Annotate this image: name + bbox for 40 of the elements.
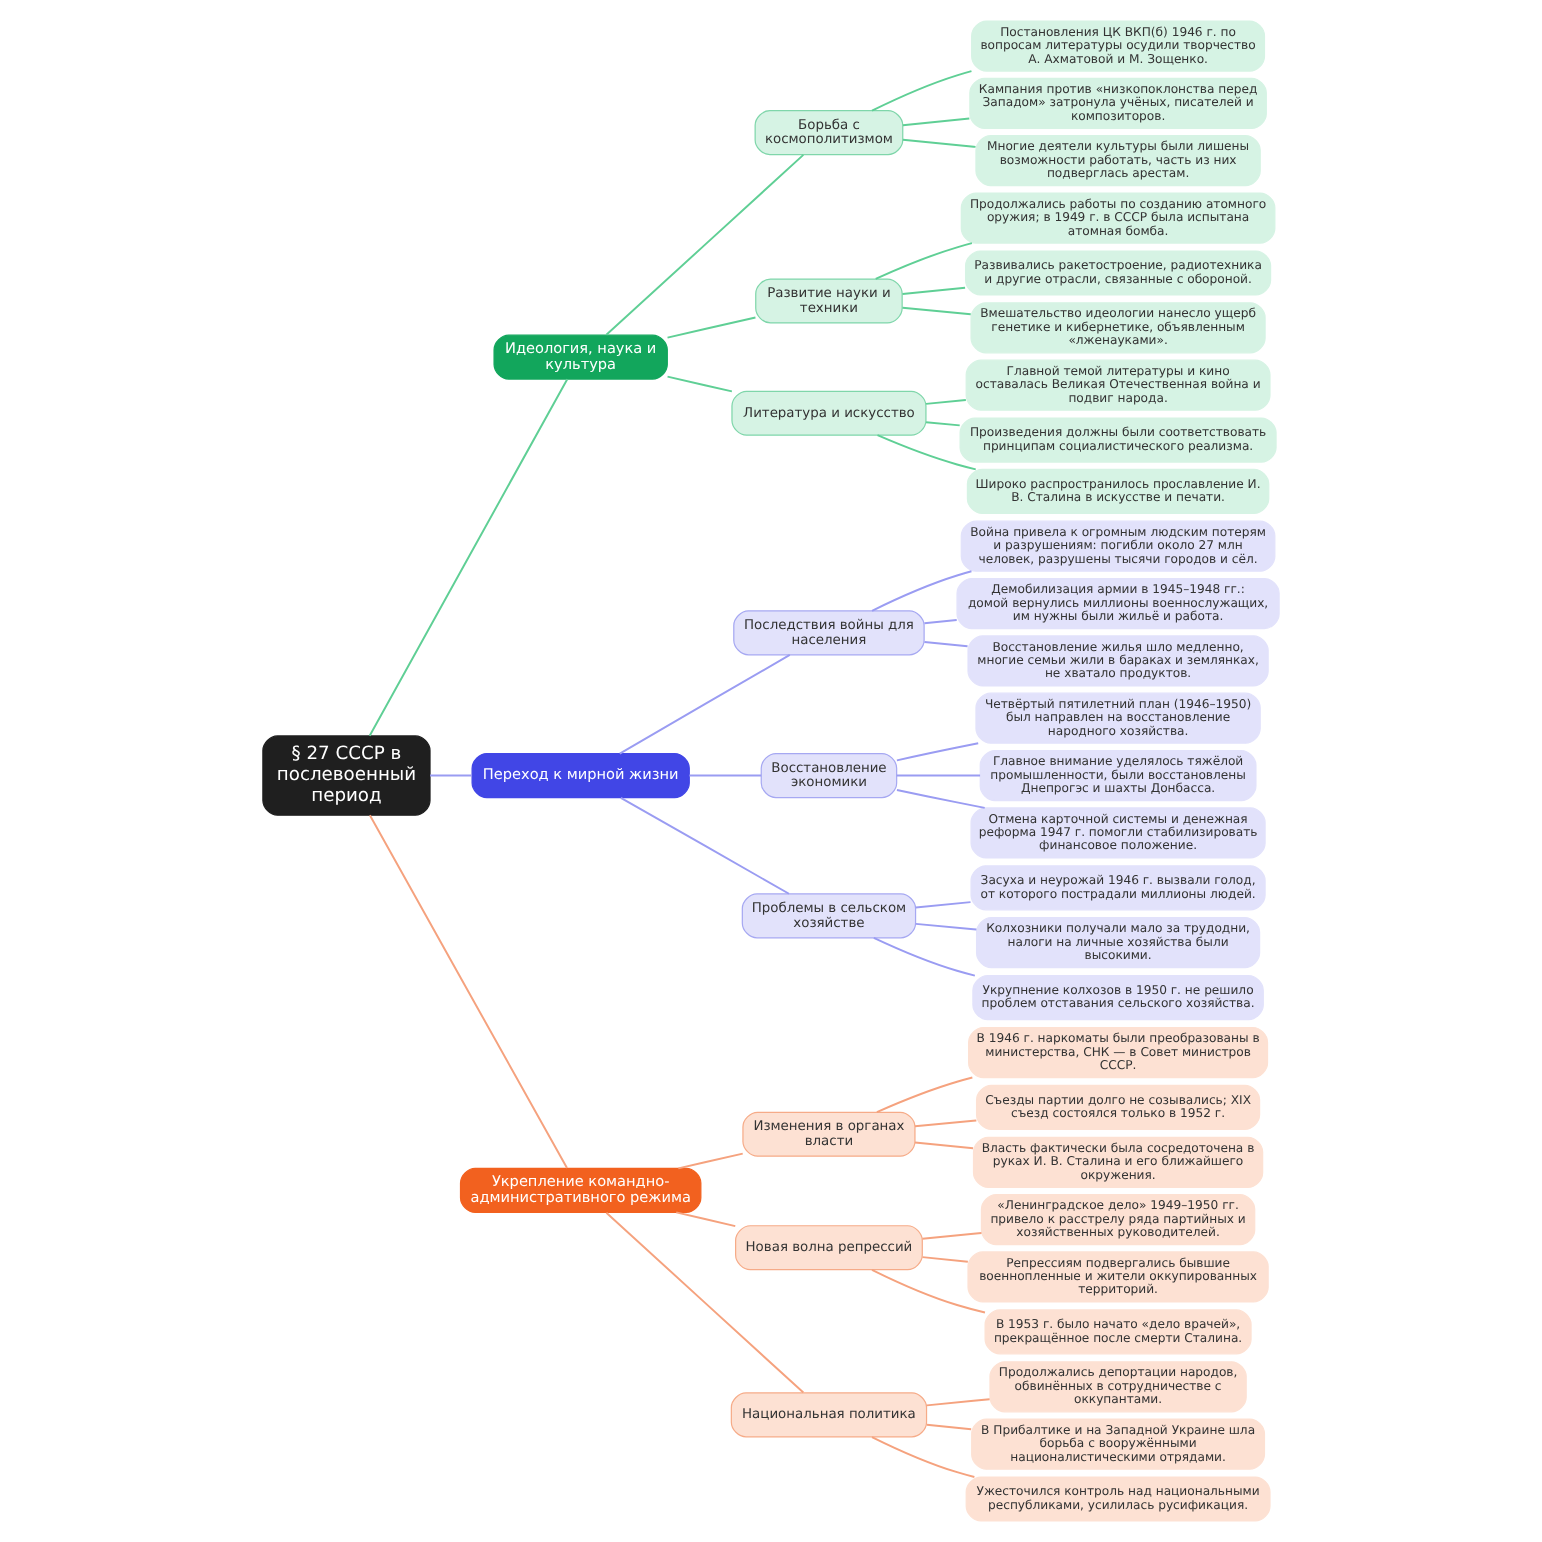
connector [923,618,958,625]
connector [871,70,973,112]
connector [871,1268,986,1314]
connector [925,1423,973,1431]
connector [872,936,976,977]
connector [925,399,967,405]
connector [895,789,986,809]
connector [429,774,473,777]
connector [901,138,977,148]
connector [871,1436,976,1478]
connector [921,1256,969,1263]
connector [677,1152,744,1170]
connector [914,1141,975,1150]
connector [921,1231,983,1240]
connector [901,117,971,127]
connector [666,316,757,339]
connector [368,378,569,737]
connector [895,742,980,762]
connector [895,774,982,777]
connector [619,796,790,895]
connector [605,1211,805,1394]
connector [914,901,972,909]
node-box: § 27 СССР в послевоенный период [262,735,431,816]
connector [901,286,967,295]
connector [368,814,568,1170]
connector [925,1398,991,1407]
connector [874,242,973,280]
connector [923,641,969,648]
connector [925,421,961,427]
connector [675,1211,737,1228]
connector [618,653,791,755]
connector [688,774,763,777]
connector [666,375,733,393]
connector [914,1119,978,1128]
connector [871,570,973,612]
connector [605,153,805,336]
connector [876,434,977,471]
connector [901,306,972,316]
connector [914,922,978,931]
connector [875,1076,974,1114]
